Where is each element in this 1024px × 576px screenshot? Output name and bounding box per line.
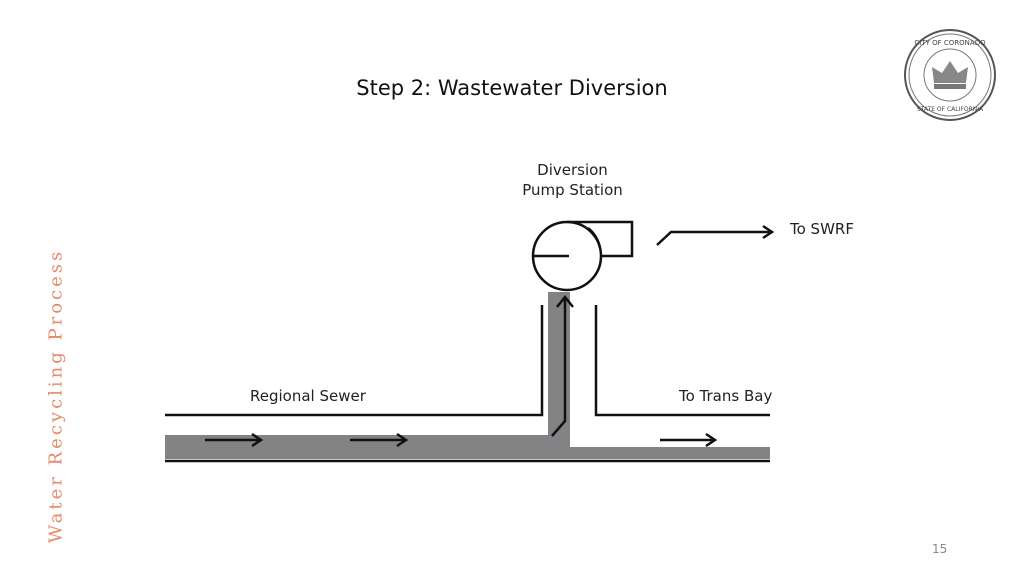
pump-station-label: Diversion Pump Station: [500, 160, 645, 200]
flow-arrow-1: [205, 432, 264, 448]
flow-arrow-3: [660, 432, 718, 448]
flow-arrow-2: [350, 432, 409, 448]
swrf-arrow: [656, 224, 775, 246]
city-seal-logo: CITY OF CORONADO STATE OF CALIFORNIA: [904, 29, 996, 121]
swrf-label: To SWRF: [790, 220, 854, 238]
flow-band: [165, 292, 770, 459]
svg-text:STATE OF CALIFORNIA: STATE OF CALIFORNIA: [917, 106, 984, 113]
slide-title: Step 2: Wastewater Diversion: [356, 76, 668, 100]
flow-arrow-up: [551, 294, 574, 437]
svg-text:CITY OF CORONADO: CITY OF CORONADO: [914, 39, 986, 47]
trans-bay-label: To Trans Bay: [679, 387, 773, 405]
pump-label-line2: Pump Station: [522, 181, 623, 199]
sewer-top-wall-left: [165, 305, 544, 417]
regional-sewer-label: Regional Sewer: [250, 387, 366, 405]
pump-icon: [531, 220, 634, 292]
sewer-top-wall-right: [594, 305, 770, 417]
pump-label-line1: Diversion: [537, 161, 608, 179]
page-number: 15: [932, 542, 948, 556]
